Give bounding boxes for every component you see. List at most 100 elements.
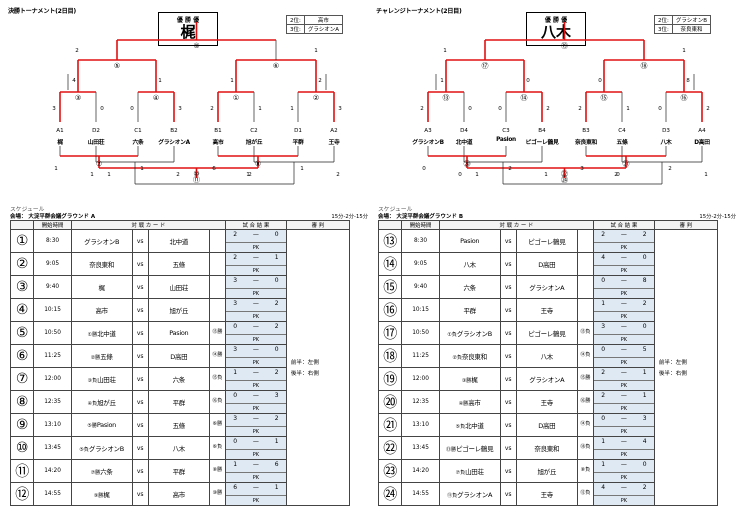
score-a-cell: 0 xyxy=(225,321,245,345)
bracket-score: 0 xyxy=(498,106,502,112)
team-b-source xyxy=(208,298,227,322)
match-number: ⑤ xyxy=(9,321,35,345)
bracket-score: 2 xyxy=(210,106,214,112)
pk-b xyxy=(267,472,286,482)
team-a: 六条 xyxy=(463,284,476,292)
team-name: 奈良東和 xyxy=(575,140,597,146)
score-a-cell: 3 xyxy=(225,344,245,368)
score-separator-cell: —PK xyxy=(612,275,636,299)
team-a-cell: 八木 xyxy=(438,252,501,276)
seed-label: D3 xyxy=(662,128,670,134)
score-a-cell: 1 xyxy=(593,459,613,483)
bracket-score: 4 xyxy=(72,78,76,84)
score-a: 0 xyxy=(233,438,238,445)
pk-label: PK xyxy=(612,472,636,482)
score-separator-cell: —PK xyxy=(244,413,268,437)
bracket-game-number: ⑱ xyxy=(641,62,648,70)
score-dash: — xyxy=(620,323,627,330)
team-a-cell: ④勝高市 xyxy=(438,390,501,414)
score-a-cell: 0 xyxy=(225,436,245,460)
team-a-cell: ②勝五條 xyxy=(70,344,133,368)
header-time: 開始時間 xyxy=(33,220,72,230)
team-a-source: ①負 xyxy=(447,331,457,338)
match-time: 14:20 xyxy=(33,459,72,483)
score-b-cell: 1 xyxy=(267,482,287,506)
pk-a xyxy=(594,288,613,298)
bracket-score: 2 xyxy=(508,166,512,172)
score-a: 2 xyxy=(601,392,606,399)
vs-label: vs xyxy=(499,344,517,368)
team-a-cell: ⑤負グラシオンB xyxy=(70,436,133,460)
team-name: 五條 xyxy=(616,140,628,146)
match-time: 14:55 xyxy=(401,482,440,506)
team-a-cell: ⑪負グラシオンA xyxy=(438,482,501,506)
match-number: ⑳ xyxy=(377,390,403,414)
pk-a xyxy=(226,265,245,275)
team-name: D高田 xyxy=(694,140,710,146)
bracket-score: 0 xyxy=(458,172,462,178)
score-separator-cell: —PK xyxy=(244,367,268,391)
bracket-game-number: ④ xyxy=(153,94,159,102)
score-b-cell: 3 xyxy=(267,390,287,414)
seed-label: B2 xyxy=(170,128,178,134)
champion-team: 梶 xyxy=(180,23,196,41)
bracket-score: 0 xyxy=(658,106,662,112)
team-b-source: ⑥負 xyxy=(208,436,227,460)
pk-label: PK xyxy=(244,288,268,298)
champion-team: 八木 xyxy=(540,23,571,41)
team-a: 旭が丘 xyxy=(97,398,116,407)
match-number: ① xyxy=(9,229,35,253)
pk-b xyxy=(635,265,654,275)
team-name: 王寺 xyxy=(328,140,340,146)
tournament-title: チャレンジトーナメント(2日目) xyxy=(376,8,462,15)
team-a-cell: ②負奈良東和 xyxy=(438,344,501,368)
score-separator-cell: —PK xyxy=(244,390,268,414)
score-separator-cell: —PK xyxy=(612,344,636,368)
bracket-game-number: ㉒ xyxy=(561,170,568,178)
vs-label: vs xyxy=(499,413,517,437)
score-separator-cell: —PK xyxy=(612,413,636,437)
team-b-source: ⑱負 xyxy=(576,436,595,460)
bracket-score: 3 xyxy=(580,166,584,172)
score-a: 0 xyxy=(601,277,606,284)
team-b-source xyxy=(208,229,227,253)
team-a: 高市 xyxy=(95,307,108,315)
score-a: 1 xyxy=(601,438,606,445)
team-name: 北中道 xyxy=(455,140,473,146)
score-a: 1 xyxy=(601,461,606,468)
score-separator-cell: —PK xyxy=(612,229,636,253)
bracket-score: 0 xyxy=(526,78,530,84)
score-b: 2 xyxy=(274,300,279,307)
vs-label: vs xyxy=(131,344,149,368)
match-time: 10:15 xyxy=(401,298,440,322)
bracket-score: 0 xyxy=(616,172,620,178)
seed-label: C2 xyxy=(250,128,258,134)
vs-label: vs xyxy=(131,459,149,483)
score-b: 2 xyxy=(642,484,647,491)
score-b: 0 xyxy=(274,231,279,238)
bracket-game-number: ⑯ xyxy=(681,94,688,102)
bracket-score: 1 xyxy=(544,172,548,178)
score-b-cell: 8 xyxy=(635,275,655,299)
vs-label: vs xyxy=(499,298,517,322)
pk-label: PK xyxy=(244,265,268,275)
score-b: 4 xyxy=(642,438,647,445)
team-b-source: ⑬負 xyxy=(576,321,595,345)
header-blank xyxy=(377,220,403,230)
match-number: ⑱ xyxy=(377,344,403,368)
pk-b xyxy=(267,311,286,321)
pk-label: PK xyxy=(244,242,268,252)
match-time: 10:50 xyxy=(401,321,440,345)
match-time: 13:10 xyxy=(401,413,440,437)
pk-label: PK xyxy=(244,426,268,436)
team-a-cell: ①勝北中道 xyxy=(70,321,133,345)
bracket-score: 1 xyxy=(440,78,444,84)
